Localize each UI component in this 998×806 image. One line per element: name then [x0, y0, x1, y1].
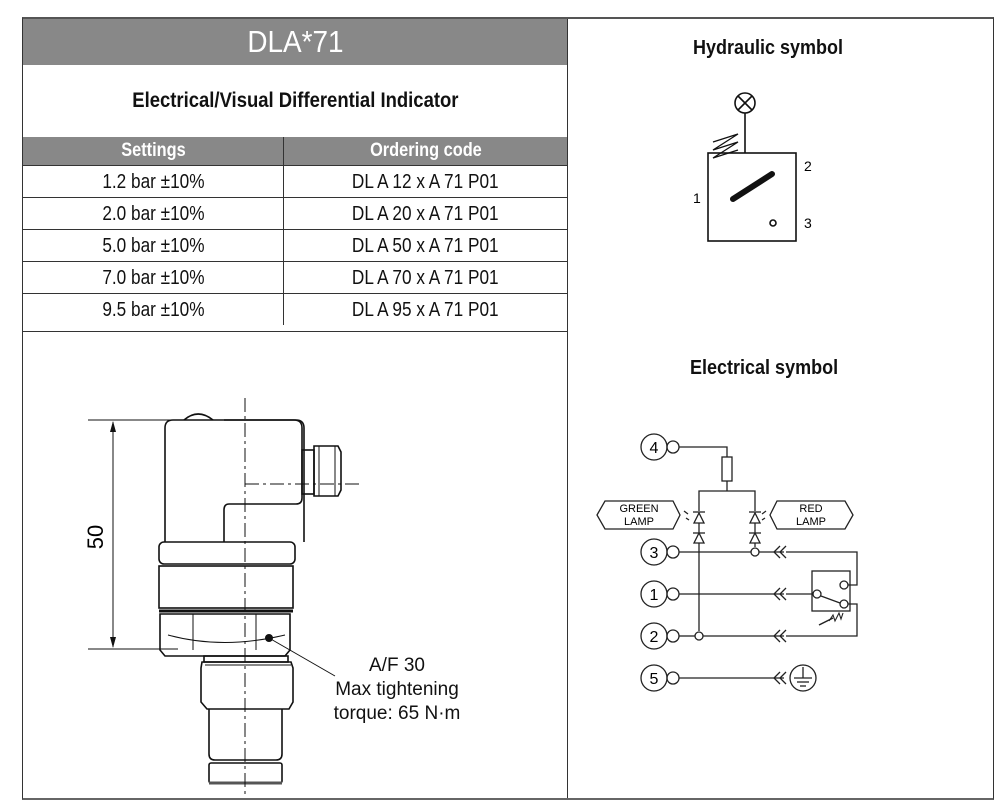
port-label-3: 3 — [804, 215, 812, 231]
product-description-text: Electrical/Visual Differential Indicator — [131, 89, 459, 112]
leader-dot — [265, 634, 273, 642]
dimension-drawing: 50 A/F 30 Max tightening torque: 65 N·m — [23, 331, 567, 801]
code-cell: DL A 50 x A 71 P01 — [283, 229, 567, 262]
code-value: DL A 95 x A 71 P01 — [352, 298, 499, 321]
code-value: DL A 50 x A 71 P01 — [352, 234, 499, 257]
indicator-technical-drawing: 50 — [83, 398, 363, 795]
code-cell: DL A 12 x A 71 P01 — [283, 165, 567, 198]
table-row: 7.0 bar ±10% DL A 70 x A 71 P01 — [23, 261, 567, 294]
red-lamp-tag — [769, 500, 854, 530]
hydraulic-symbol-title-text: Hydraulic symbol — [693, 37, 844, 59]
terminal-5-label: 5 — [650, 671, 659, 688]
code-cell: DL A 20 x A 71 P01 — [283, 197, 567, 230]
terminal-4-label: 4 — [650, 440, 659, 457]
setting-cell: 5.0 bar ±10% — [23, 229, 284, 262]
indicator-lamp-icon — [734, 92, 756, 114]
spring-icon — [712, 133, 739, 159]
setting-value: 7.0 bar ±10% — [101, 266, 205, 289]
green-lamp-label-line2: LAMP — [624, 516, 654, 528]
product-description: Electrical/Visual Differential Indicator — [23, 65, 567, 137]
left-column: DLA*71 Electrical/Visual Differential In… — [23, 19, 568, 798]
blocked-port — [769, 219, 777, 227]
setting-cell: 7.0 bar ±10% — [23, 261, 284, 294]
right-column: Hydraulic symbol 1 2 3 Electrical symbol — [567, 19, 993, 798]
table-row: 5.0 bar ±10% DL A 50 x A 71 P01 — [23, 229, 567, 262]
code-value: DL A 70 x A 71 P01 — [352, 266, 499, 289]
resistor-icon — [721, 456, 733, 482]
table-header-row: Settings Ordering code — [23, 137, 567, 166]
hex-annotation: A/F 30 Max tightening torque: 65 N·m — [297, 654, 497, 726]
green-lamp-label-line1: GREEN — [619, 503, 658, 515]
terminal-1-label: 1 — [650, 587, 659, 604]
red-lamp-label-line1: RED — [799, 503, 822, 515]
electrical-symbol-title: Electrical symbol — [690, 357, 855, 380]
model-title-text: DLA*71 — [246, 24, 344, 59]
flow-path-arrow — [730, 171, 775, 202]
code-value: DL A 20 x A 71 P01 — [352, 202, 499, 225]
terminal-2-label: 2 — [650, 629, 659, 646]
setting-value: 9.5 bar ±10% — [101, 298, 205, 321]
header-settings-text: Settings — [120, 140, 186, 161]
green-led-icon — [692, 511, 706, 524]
model-title: DLA*71 — [23, 19, 567, 65]
red-led-icon — [748, 511, 762, 524]
red-lamp-label-line2: LAMP — [796, 516, 826, 528]
code-value: DL A 12 x A 71 P01 — [352, 170, 499, 193]
header-ordering-code: Ordering code — [283, 137, 567, 166]
datasheet-panel: DLA*71 Electrical/Visual Differential In… — [22, 17, 994, 800]
setting-value: 5.0 bar ±10% — [101, 234, 205, 257]
table-row: 2.0 bar ±10% DL A 20 x A 71 P01 — [23, 197, 567, 230]
port-label-1: 1 — [693, 190, 701, 206]
electrical-symbol-title-text: Electrical symbol — [690, 357, 839, 379]
hydraulic-symbol-diagram: 1 2 3 — [693, 92, 812, 242]
terminal-3-label: 3 — [650, 545, 659, 562]
ground-icon — [789, 664, 817, 692]
port-label-2: 2 — [804, 158, 812, 174]
header-settings: Settings — [23, 137, 284, 166]
table-row: 9.5 bar ±10% DL A 95 x A 71 P01 — [23, 293, 567, 325]
code-cell: DL A 70 x A 71 P01 — [283, 261, 567, 294]
height-dimension-label: 50 — [83, 525, 108, 549]
setting-value: 1.2 bar ±10% — [101, 170, 205, 193]
torque-label-line2: torque: 65 N·m — [333, 703, 461, 724]
valve-box — [707, 152, 797, 242]
ordering-table: Settings Ordering code 1.2 bar ±10% DL A… — [23, 137, 567, 325]
torque-label-line1: Max tightening — [335, 679, 459, 700]
setting-cell: 1.2 bar ±10% — [23, 165, 284, 198]
hydraulic-symbol-title: Hydraulic symbol — [693, 37, 860, 60]
setting-cell: 9.5 bar ±10% — [23, 293, 284, 325]
header-ordering-code-text: Ordering code — [369, 140, 482, 161]
setting-cell: 2.0 bar ±10% — [23, 197, 284, 230]
pressure-switch-icon — [811, 570, 851, 612]
green-lamp-tag — [596, 500, 681, 530]
table-row: 1.2 bar ±10% DL A 12 x A 71 P01 — [23, 165, 567, 198]
code-cell: DL A 95 x A 71 P01 — [283, 293, 567, 325]
af-size-label: A/F 30 — [369, 655, 425, 676]
electrical-symbol-diagram: 4 3 1 2 5 GREEN LAMP RED LAMP — [596, 433, 858, 692]
setting-value: 2.0 bar ±10% — [101, 202, 205, 225]
